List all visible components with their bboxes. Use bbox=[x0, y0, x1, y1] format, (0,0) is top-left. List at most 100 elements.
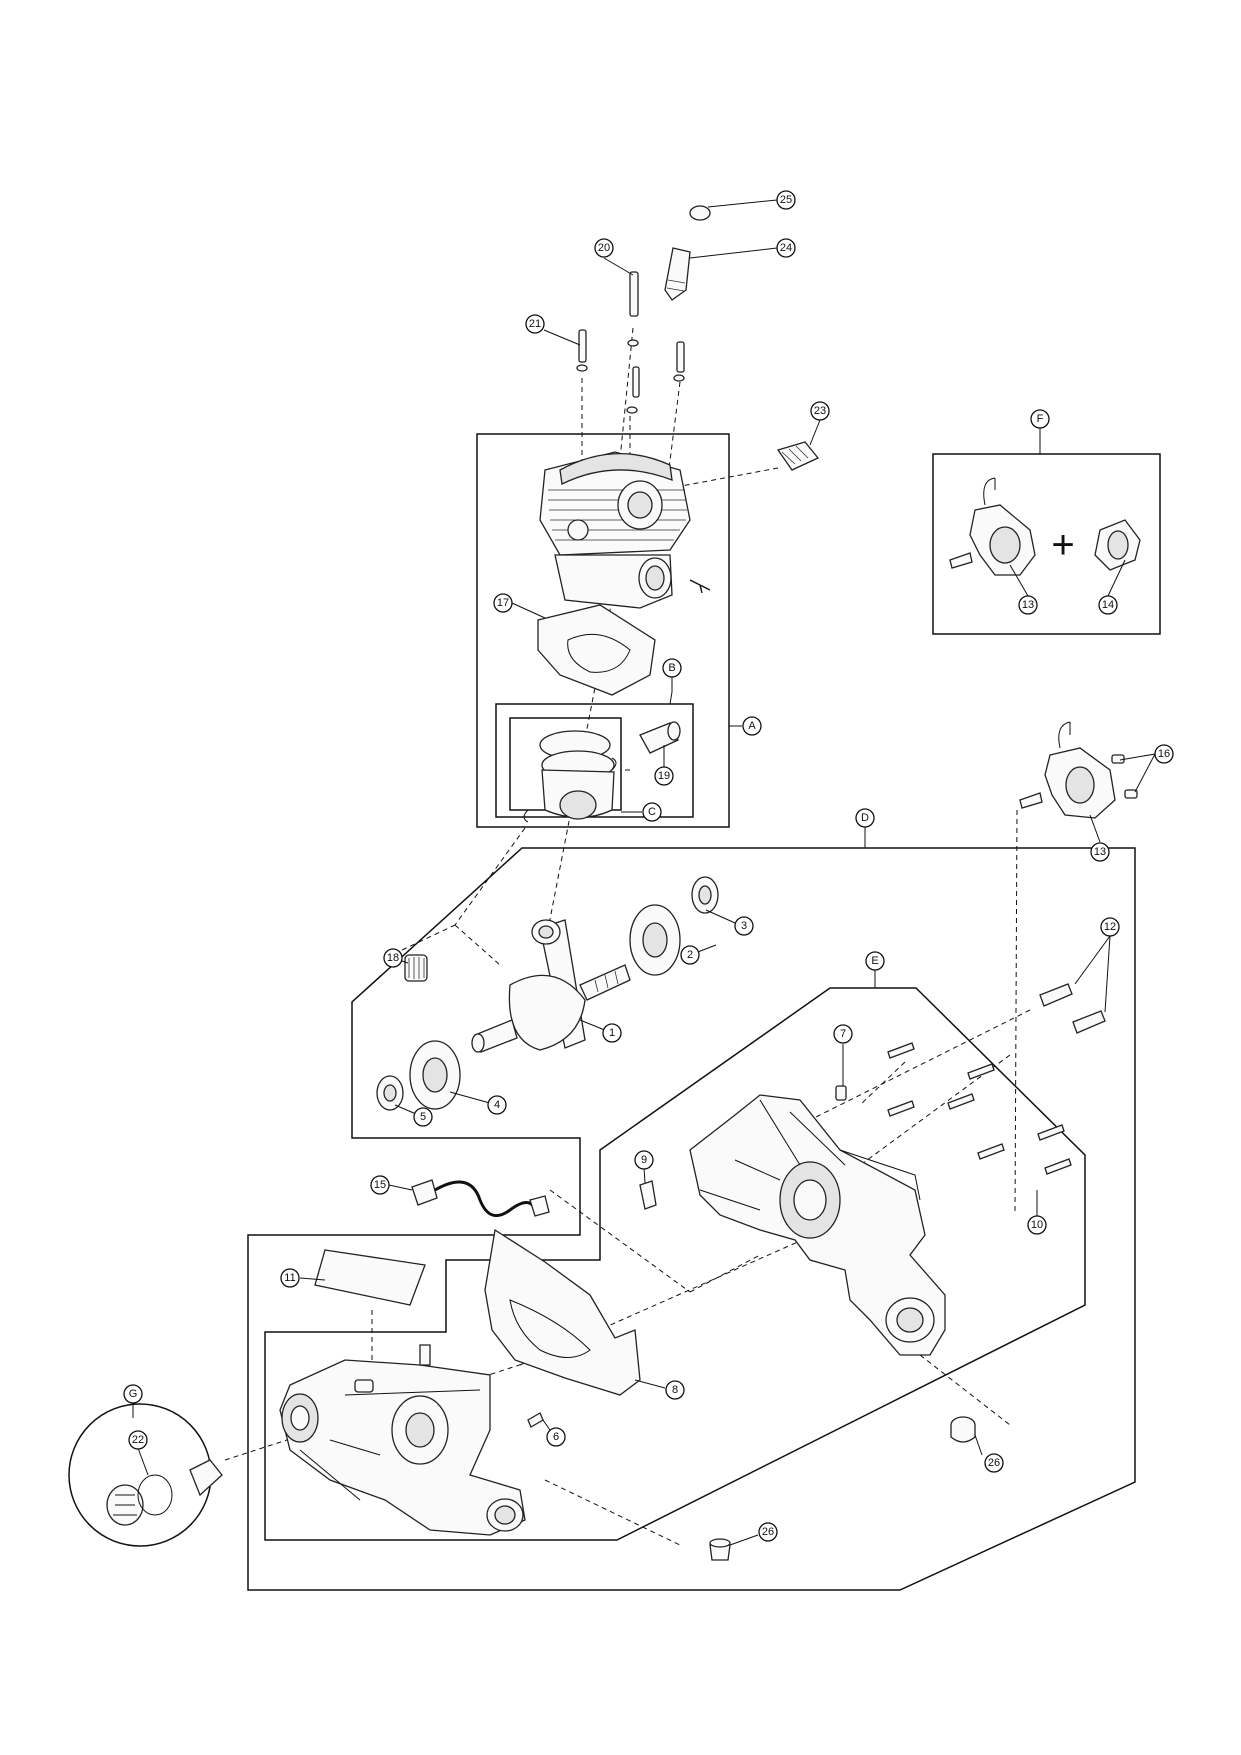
box-d bbox=[247, 847, 1136, 1591]
callout-c-label: C bbox=[648, 806, 656, 818]
callout-17: 17 bbox=[493, 593, 513, 613]
callout-26-right-label: 26 bbox=[988, 1457, 1000, 1469]
crankcase-gasket bbox=[484, 1228, 641, 1396]
callout-e-label: E bbox=[871, 955, 878, 967]
box-b bbox=[495, 703, 694, 818]
buffer-26-bottom bbox=[709, 1538, 731, 1561]
screw-9 bbox=[639, 1180, 657, 1210]
callout-9: 9 bbox=[634, 1150, 654, 1170]
callout-25: 25 bbox=[776, 190, 796, 210]
callout-26-bottom: 26 bbox=[758, 1522, 778, 1542]
callout-16: 16 bbox=[1154, 744, 1174, 764]
needle-bearing bbox=[404, 954, 428, 982]
callout-14: 14 bbox=[1098, 595, 1118, 615]
callout-20-label: 20 bbox=[598, 242, 610, 254]
callout-12: 12 bbox=[1100, 917, 1120, 937]
callout-7: 7 bbox=[833, 1024, 853, 1044]
callout-9-label: 9 bbox=[641, 1154, 647, 1166]
callout-11-label: 11 bbox=[284, 1272, 295, 1284]
callout-13-kit: 13 bbox=[1018, 595, 1038, 615]
callouts: 1 2 3 4 5 6 7 8 9 10 11 12 13 13 14 15 1… bbox=[123, 190, 1174, 1542]
callout-1: 1 bbox=[602, 1023, 622, 1043]
callout-2: 2 bbox=[680, 945, 700, 965]
callout-16-label: 16 bbox=[1158, 748, 1170, 760]
callout-6: 6 bbox=[546, 1427, 566, 1447]
callout-15: 15 bbox=[370, 1175, 390, 1195]
callout-1-label: 1 bbox=[609, 1027, 615, 1039]
callout-13: 13 bbox=[1090, 842, 1110, 862]
piston bbox=[523, 730, 617, 823]
dowel-pins bbox=[1039, 983, 1106, 1034]
box-g bbox=[68, 1403, 212, 1547]
callout-4: 4 bbox=[487, 1095, 507, 1115]
callout-b-label: B bbox=[668, 662, 675, 674]
callout-c: C bbox=[642, 802, 662, 822]
callout-15-label: 15 bbox=[374, 1179, 386, 1191]
callout-12-label: 12 bbox=[1104, 921, 1116, 933]
oil-pump bbox=[1019, 721, 1138, 819]
callout-6-label: 6 bbox=[553, 1431, 559, 1443]
crankcase-bolts bbox=[887, 1042, 1072, 1175]
piston-pin bbox=[639, 721, 681, 754]
callout-g-label: G bbox=[129, 1388, 138, 1400]
cylinder bbox=[539, 451, 711, 609]
callout-4-label: 4 bbox=[494, 1099, 500, 1111]
decompression-valve bbox=[664, 205, 711, 301]
callout-2-label: 2 bbox=[687, 949, 693, 961]
callout-13-kit-label: 13 bbox=[1022, 599, 1034, 611]
callout-13-label: 13 bbox=[1094, 846, 1106, 858]
callout-11: 11 bbox=[280, 1268, 300, 1288]
callout-g: G bbox=[123, 1384, 143, 1404]
callout-26-right: 26 bbox=[984, 1453, 1004, 1473]
pin-7 bbox=[835, 1085, 847, 1101]
callout-25-label: 25 bbox=[780, 194, 792, 206]
label-plate bbox=[314, 1249, 426, 1306]
callout-d-label: D bbox=[861, 812, 869, 824]
callout-19: 19 bbox=[654, 766, 674, 786]
crankcase-left bbox=[279, 1344, 526, 1536]
callout-7-label: 7 bbox=[840, 1028, 846, 1040]
callout-3: 3 bbox=[734, 916, 754, 936]
plus-sign: + bbox=[1051, 523, 1074, 567]
callout-10: 10 bbox=[1027, 1215, 1047, 1235]
callout-17-label: 17 bbox=[497, 597, 509, 609]
leaders bbox=[132, 199, 1156, 1546]
callout-14-label: 14 bbox=[1102, 599, 1114, 611]
callout-23: 23 bbox=[810, 401, 830, 421]
callout-8-label: 8 bbox=[672, 1384, 678, 1396]
callout-24: 24 bbox=[776, 238, 796, 258]
callout-d: D bbox=[855, 808, 875, 828]
callout-24-label: 24 bbox=[780, 242, 792, 254]
callout-20: 20 bbox=[594, 238, 614, 258]
callout-5-label: 5 bbox=[420, 1111, 426, 1123]
callout-19-label: 19 bbox=[658, 770, 670, 782]
callout-8: 8 bbox=[665, 1380, 685, 1400]
callout-21-label: 21 bbox=[529, 318, 541, 330]
pin-6 bbox=[527, 1412, 544, 1428]
callout-23-label: 23 bbox=[814, 405, 826, 417]
callout-b: B bbox=[662, 658, 682, 678]
callout-10-label: 10 bbox=[1031, 1219, 1043, 1231]
callout-22: 22 bbox=[128, 1430, 148, 1450]
callout-21: 21 bbox=[525, 314, 545, 334]
callout-22-label: 22 bbox=[132, 1434, 144, 1446]
callout-18: 18 bbox=[383, 948, 403, 968]
callout-a: A bbox=[742, 716, 762, 736]
callout-e: E bbox=[865, 951, 885, 971]
box-a bbox=[476, 433, 730, 828]
group-boxes bbox=[68, 433, 1161, 1591]
cylinder-gasket bbox=[537, 604, 656, 696]
crankshaft bbox=[471, 919, 631, 1053]
box-f bbox=[932, 453, 1161, 635]
callout-f-label: F bbox=[1037, 413, 1044, 425]
spark-plug bbox=[776, 441, 820, 471]
cylinder-bolts bbox=[576, 271, 685, 414]
callout-f: F bbox=[1030, 409, 1050, 429]
buffer-26-right bbox=[950, 1416, 976, 1443]
blanking-cap bbox=[106, 1459, 223, 1526]
callout-a-label: A bbox=[748, 720, 756, 732]
oil-pump-kit bbox=[949, 477, 1141, 576]
callout-5: 5 bbox=[413, 1107, 433, 1127]
callout-3-label: 3 bbox=[741, 920, 747, 932]
